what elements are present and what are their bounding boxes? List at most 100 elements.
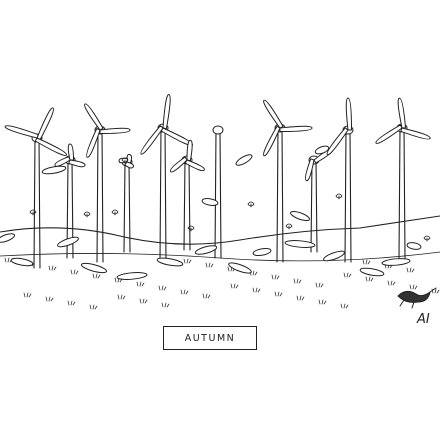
grass-tuft xyxy=(117,294,126,300)
falling-leaves xyxy=(29,157,431,242)
grass-tuft xyxy=(45,296,54,302)
turbine-hub xyxy=(212,125,224,135)
artist-signature: AI xyxy=(417,312,430,327)
grass-tuft xyxy=(180,289,189,295)
turbine-blade xyxy=(345,97,352,131)
grass-tuft xyxy=(89,304,98,310)
wind-turbine xyxy=(305,148,334,253)
wind-turbine xyxy=(263,99,313,263)
turbine-blade xyxy=(68,159,86,168)
turbine-blade xyxy=(54,156,71,167)
fallen-blade xyxy=(290,210,310,222)
grass-tuft xyxy=(315,282,324,288)
turbine-blade xyxy=(124,161,135,169)
hill-line xyxy=(0,215,440,245)
wind-turbine xyxy=(84,103,131,263)
turbine-mast xyxy=(398,127,406,259)
grass-tuft xyxy=(23,292,32,298)
grass-tuft xyxy=(296,295,305,301)
turbine-blade xyxy=(397,97,406,129)
grass-tuft xyxy=(202,293,211,299)
grass-tufts xyxy=(4,257,440,310)
leaf-icon xyxy=(335,193,343,200)
wind-turbine xyxy=(375,97,431,259)
turbine-mast xyxy=(183,159,191,251)
turbine-mast xyxy=(310,159,318,253)
grass-tuft xyxy=(406,267,415,273)
wind-turbine xyxy=(326,97,354,263)
grass-tuft xyxy=(343,272,352,278)
fallen-blade xyxy=(156,257,184,267)
fallen-blade xyxy=(406,242,422,250)
wind-turbine xyxy=(140,94,193,263)
grass-tuft xyxy=(252,287,261,293)
fallen-blade xyxy=(359,267,385,277)
fallen-blade xyxy=(194,245,218,255)
grass-tuft xyxy=(365,276,374,282)
turbine-blade xyxy=(279,125,313,132)
grass-tuft xyxy=(362,259,371,265)
fallen-blade xyxy=(314,145,330,155)
turbine-mast xyxy=(96,129,104,263)
turbine-blade xyxy=(263,125,281,157)
turbine-blade xyxy=(162,94,171,130)
turbine-mast xyxy=(159,127,167,263)
turbine-blade xyxy=(160,127,193,146)
fallen-blade xyxy=(201,198,219,206)
grass-tuft xyxy=(271,274,280,280)
grass-tuft xyxy=(340,303,349,309)
critter-icon xyxy=(397,287,437,309)
wind-turbine xyxy=(212,125,224,259)
turbine-blade xyxy=(326,127,349,156)
grass-tuft xyxy=(136,281,145,287)
fallen-blade xyxy=(57,236,79,248)
fallen-blade xyxy=(116,272,148,280)
turbine-group xyxy=(4,94,431,269)
turbine-blade xyxy=(67,143,74,161)
turbine-blade xyxy=(34,137,67,156)
turbine-mast xyxy=(276,127,284,263)
grass-tuft xyxy=(161,302,170,308)
fallen-blade xyxy=(80,262,108,274)
grass-tuft xyxy=(431,288,440,294)
grass-tuft xyxy=(183,258,192,264)
wind-turbine xyxy=(169,139,205,251)
fallen-blade xyxy=(323,250,345,262)
turbine-blade xyxy=(140,125,164,155)
turbine-blade xyxy=(263,99,284,129)
fallen-blade xyxy=(228,262,252,274)
grass-tuft xyxy=(67,300,76,306)
grass-tuft xyxy=(293,278,302,284)
leaf-icon xyxy=(187,225,195,232)
turbine-mast xyxy=(344,129,352,263)
fallen-blade xyxy=(252,247,272,257)
turbine-blade xyxy=(99,127,131,134)
leaf-icon xyxy=(111,209,119,216)
turbine-blade xyxy=(375,124,403,144)
wind-turbine xyxy=(118,153,135,253)
leaf-icon xyxy=(83,211,91,218)
ground-line xyxy=(0,251,440,262)
leaf-icon xyxy=(29,209,37,216)
grass-tuft xyxy=(230,283,239,289)
turbine-blade xyxy=(186,139,193,162)
turbine-mast xyxy=(214,129,222,259)
turbine-blade xyxy=(169,156,188,173)
fallen-blade xyxy=(0,233,16,243)
turbine-blade xyxy=(305,158,315,182)
turbine-blade xyxy=(400,127,431,140)
grass-tuft xyxy=(387,280,396,286)
caption-text: AUTUMN xyxy=(184,332,236,344)
turbine-blade xyxy=(184,159,205,172)
grass-tuft xyxy=(48,265,57,271)
fallen-blades xyxy=(0,145,422,280)
grass-tuft xyxy=(70,269,79,275)
fallen-blade xyxy=(235,154,253,166)
grass-tuft xyxy=(409,284,418,290)
fallen-blade xyxy=(41,165,67,175)
grass-tuft xyxy=(205,262,214,268)
grass-tuft xyxy=(139,298,148,304)
fallen-blade xyxy=(381,258,411,266)
turbine-blade xyxy=(84,103,104,131)
